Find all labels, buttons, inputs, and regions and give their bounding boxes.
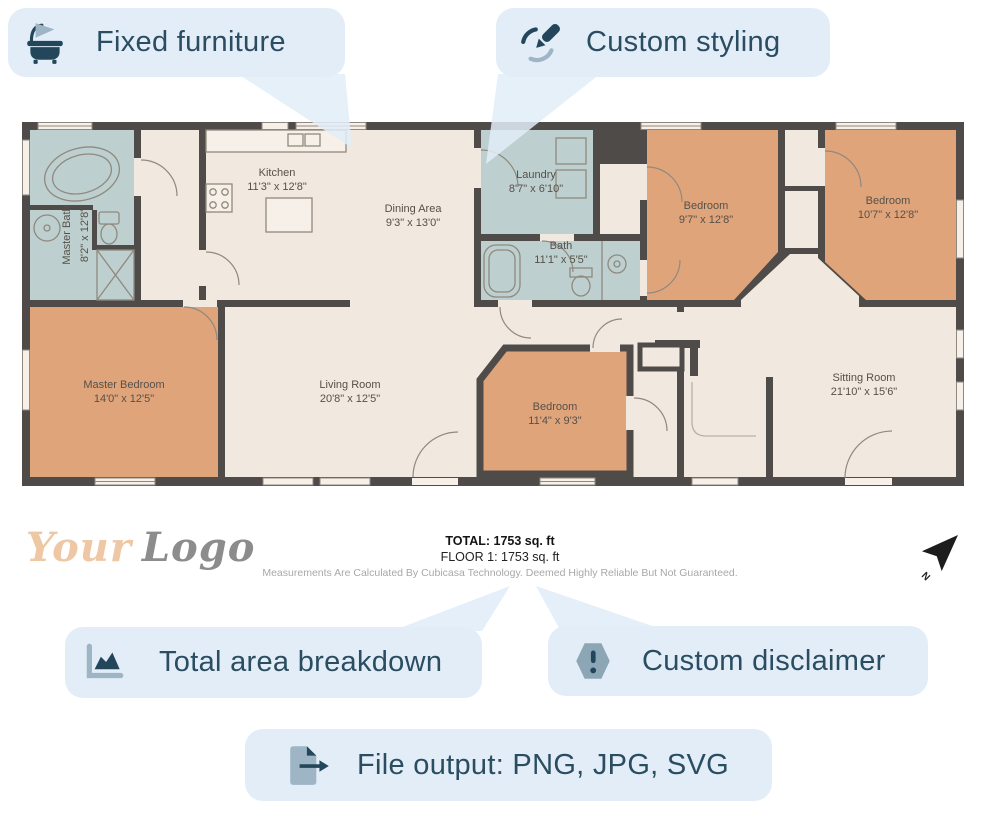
file-export-icon	[290, 746, 329, 785]
bathtub-icon	[27, 22, 63, 64]
alert-hexagon-icon	[576, 643, 610, 679]
edit-pen-icon	[521, 23, 560, 62]
callout-file-output: File output: PNG, JPG, SVG	[245, 729, 772, 801]
callout-label-fixed-furniture: Fixed furniture	[96, 26, 286, 58]
callout-label-custom-styling: Custom styling	[586, 26, 781, 58]
callout-total-area: Total area breakdown	[65, 627, 482, 698]
callout-label-total-area: Total area breakdown	[159, 646, 443, 678]
floor-area-text: FLOOR 1: 1753 sq. ft	[440, 550, 560, 564]
tail-total-area	[392, 586, 510, 631]
callout-custom-styling: Custom styling	[496, 8, 830, 77]
logo-word1: Your	[26, 524, 132, 571]
tail-custom-disclaimer	[536, 586, 664, 630]
plan-card	[8, 104, 992, 590]
callout-custom-disclaimer: Custom disclaimer	[548, 626, 928, 696]
callout-fixed-furniture: Fixed furniture	[8, 8, 345, 77]
total-area-text: TOTAL: 1753 sq. ft	[445, 534, 555, 548]
disclaimer-text: Measurements Are Calculated By Cubicasa …	[262, 567, 738, 579]
logo-word2: Logo	[141, 524, 256, 571]
callout-label-custom-disclaimer: Custom disclaimer	[642, 644, 886, 677]
callout-label-file-output: File output: PNG, JPG, SVG	[357, 748, 730, 781]
area-chart-icon	[86, 643, 124, 678]
